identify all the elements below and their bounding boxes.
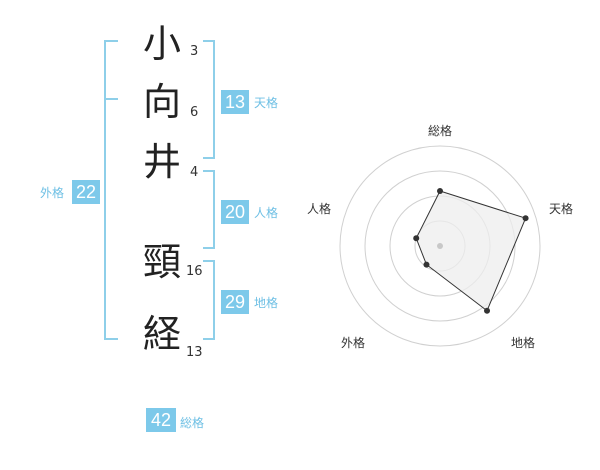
radar-center-dot — [437, 243, 443, 249]
radar-label-chikaku: 地格 — [511, 336, 536, 350]
radar-polygon — [415, 190, 527, 312]
tenkaku-label: 天格 — [254, 96, 279, 110]
jinkaku-label: 人格 — [254, 206, 279, 220]
radar-point-4 — [413, 235, 420, 242]
radar-label-soukaku: 総格 — [428, 124, 453, 138]
radar-label-gaikaku: 外格 — [341, 336, 366, 350]
stroke-count-2: 6 — [190, 105, 199, 120]
kanji-3: 井 — [142, 140, 181, 184]
stroke-count-3: 4 — [190, 165, 199, 180]
radar-points — [413, 188, 529, 314]
radar-label-tenkaku: 天格 — [549, 202, 574, 216]
soukaku-value: 42 — [146, 408, 176, 432]
radar-point-0 — [437, 188, 443, 194]
chikaku-label: 地格 — [254, 296, 279, 310]
gaikaku-value: 22 — [72, 180, 100, 204]
stroke-count-5: 13 — [186, 345, 203, 360]
kanji-5: 経 — [142, 312, 181, 356]
tenkaku-value: 13 — [221, 90, 249, 114]
radar-point-1 — [522, 215, 529, 222]
jinkaku-value: 20 — [221, 200, 249, 224]
radar-point-2 — [484, 307, 491, 314]
chikaku-value: 29 — [221, 290, 249, 314]
radar-point-3 — [423, 261, 430, 268]
gaikaku-label: 外格 — [40, 186, 65, 200]
radar-label-jinkaku: 人格 — [307, 202, 332, 216]
stroke-count-4: 16 — [186, 264, 203, 279]
kanji-1: 小 — [142, 22, 181, 66]
kanji-2: 向 — [142, 80, 181, 124]
radar-ring-3 — [364, 170, 516, 322]
soukaku-label: 総格 — [180, 416, 205, 430]
radar-ring-4 — [339, 145, 541, 347]
stroke-count-1: 3 — [190, 44, 199, 59]
kanji-4: 頸 — [142, 240, 181, 284]
